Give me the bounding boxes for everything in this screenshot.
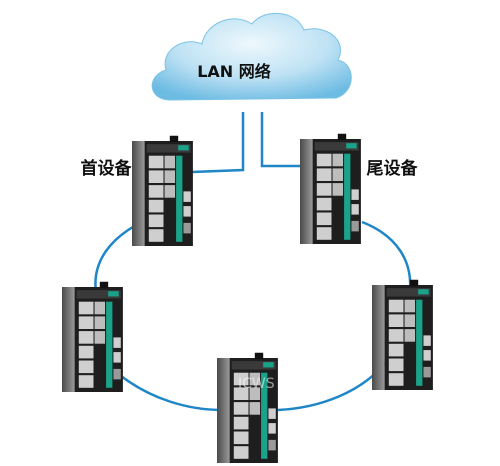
cloud-label: LAN 网络 bbox=[197, 62, 271, 81]
link-right-tail bbox=[361, 220, 412, 291]
switch-bottom bbox=[217, 352, 278, 463]
switch-right bbox=[372, 279, 433, 390]
switch-tail bbox=[300, 133, 361, 244]
link-bottom-right bbox=[277, 361, 387, 412]
lan-cloud: LAN 网络 bbox=[151, 12, 352, 101]
link-left-bottom bbox=[115, 371, 223, 412]
watermark: ICWS bbox=[238, 376, 275, 392]
head-device-label: 首设备 bbox=[81, 158, 133, 179]
switch-left bbox=[62, 281, 123, 392]
cloud-shape bbox=[151, 12, 352, 101]
switch-head bbox=[132, 135, 193, 246]
tail-device-label: 尾设备 bbox=[367, 158, 419, 179]
link-cloud-tail bbox=[260, 112, 305, 168]
link-cloud-head bbox=[191, 112, 245, 174]
